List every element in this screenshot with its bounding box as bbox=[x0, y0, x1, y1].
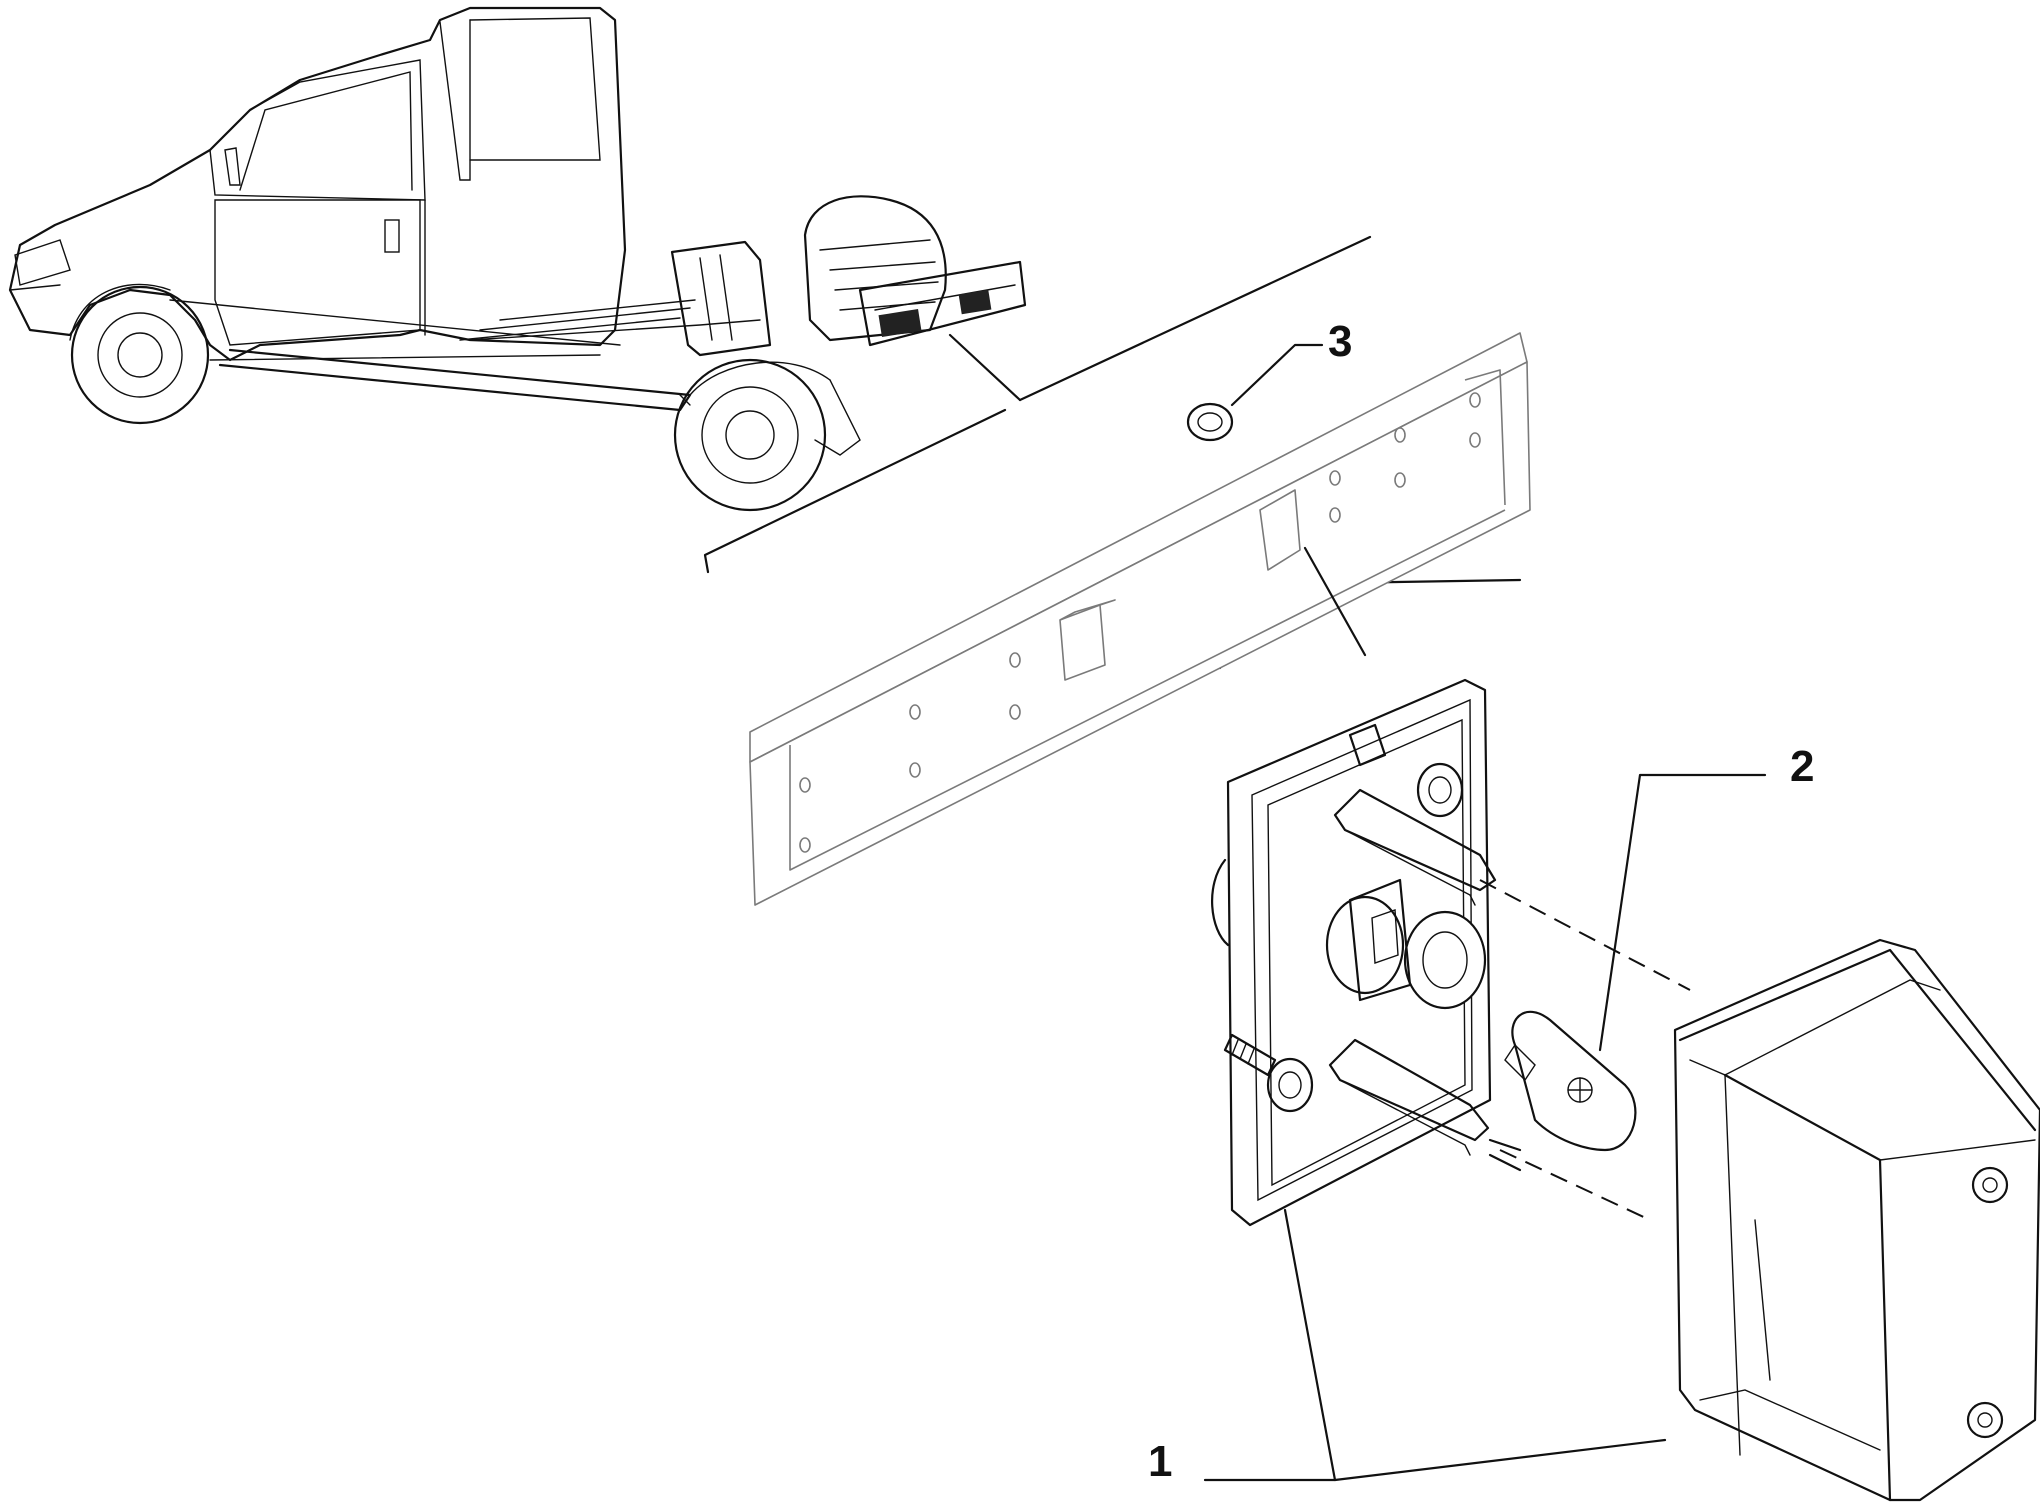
callout-label-2: 2 bbox=[1790, 742, 1815, 791]
bulb-part-2 bbox=[1504, 773, 1767, 1152]
vehicle-illustration bbox=[8, 6, 1027, 512]
callout-label-1: 1 bbox=[1148, 1437, 1173, 1486]
lamp-lens-cover bbox=[1673, 938, 2040, 1502]
rear-crossmember bbox=[749, 332, 1531, 906]
callout-label-3: 3 bbox=[1328, 317, 1353, 366]
assembly-dashed-lines bbox=[1479, 879, 1691, 1221]
grommet-part-3 bbox=[1186, 343, 1324, 442]
callout-1-leaders bbox=[1203, 1208, 1667, 1482]
lamp-base-plate bbox=[1210, 678, 1522, 1227]
